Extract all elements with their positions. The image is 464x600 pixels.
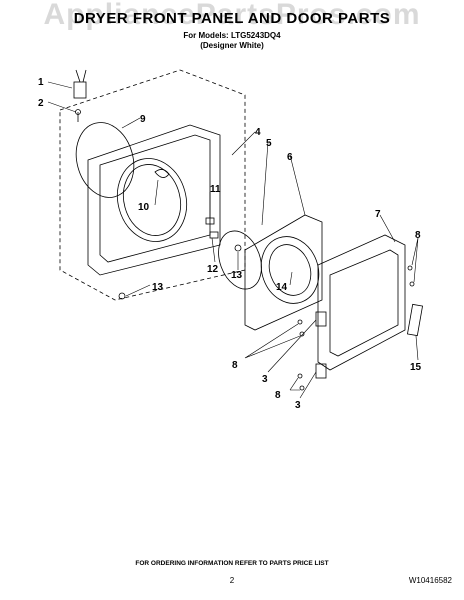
callout-8-mid: 8 <box>232 360 238 371</box>
callout-13-right: 13 <box>231 270 243 281</box>
callout-3-low: 3 <box>295 400 301 411</box>
door-handle-part <box>407 303 423 337</box>
screw-13-right <box>234 244 242 252</box>
callout-2: 2 <box>38 98 44 109</box>
screw-8-b <box>299 331 305 337</box>
front-panel-part <box>87 124 221 276</box>
inner-door-part <box>244 214 323 331</box>
outer-door-part <box>317 234 406 371</box>
callout-6: 6 <box>287 152 293 163</box>
callout-3-mid: 3 <box>262 374 268 385</box>
page-title: DRYER FRONT PANEL AND DOOR PARTS <box>73 10 391 27</box>
door-seal-ring-part <box>75 122 135 198</box>
screw-8-d <box>299 385 305 391</box>
door-gasket-part <box>218 230 262 290</box>
screw-8-a <box>297 319 303 325</box>
callout-8-low: 8 <box>275 390 281 401</box>
callout-13-left: 13 <box>152 282 164 293</box>
callout-9: 9 <box>140 114 146 125</box>
screw-part <box>75 109 81 122</box>
wire-harness-part <box>73 69 87 99</box>
callout-1: 1 <box>38 77 44 88</box>
screw-8-right-b <box>409 281 415 287</box>
callout-15: 15 <box>410 362 422 373</box>
callout-4: 4 <box>255 127 261 138</box>
callout-7: 7 <box>375 209 381 220</box>
clip-part-2 <box>209 231 219 239</box>
callout-10: 10 <box>138 202 150 213</box>
model-line: For Models: LTG5243DQ4 <box>183 31 281 40</box>
leader-lines <box>47 81 419 399</box>
hinge-lower <box>315 363 327 379</box>
screw-8-right-a <box>407 265 413 271</box>
hinge-upper <box>315 311 327 327</box>
screw-8-c <box>297 373 303 379</box>
watermark: AppliancePartsPros.com <box>43 0 421 31</box>
page-number: 2 <box>229 576 235 585</box>
lamp-part <box>154 169 170 178</box>
callout-5: 5 <box>266 138 272 149</box>
callout-11: 11 <box>210 184 221 195</box>
callout-12: 12 <box>207 264 219 275</box>
color-line: (Designer White) <box>200 41 264 50</box>
screw-13-left <box>118 292 126 300</box>
callout-14: 14 <box>276 282 288 293</box>
callout-8-right: 8 <box>415 230 421 241</box>
ordering-footer: FOR ORDERING INFORMATION REFER TO PARTS … <box>135 560 329 567</box>
document-number: W10416582 <box>408 576 452 585</box>
